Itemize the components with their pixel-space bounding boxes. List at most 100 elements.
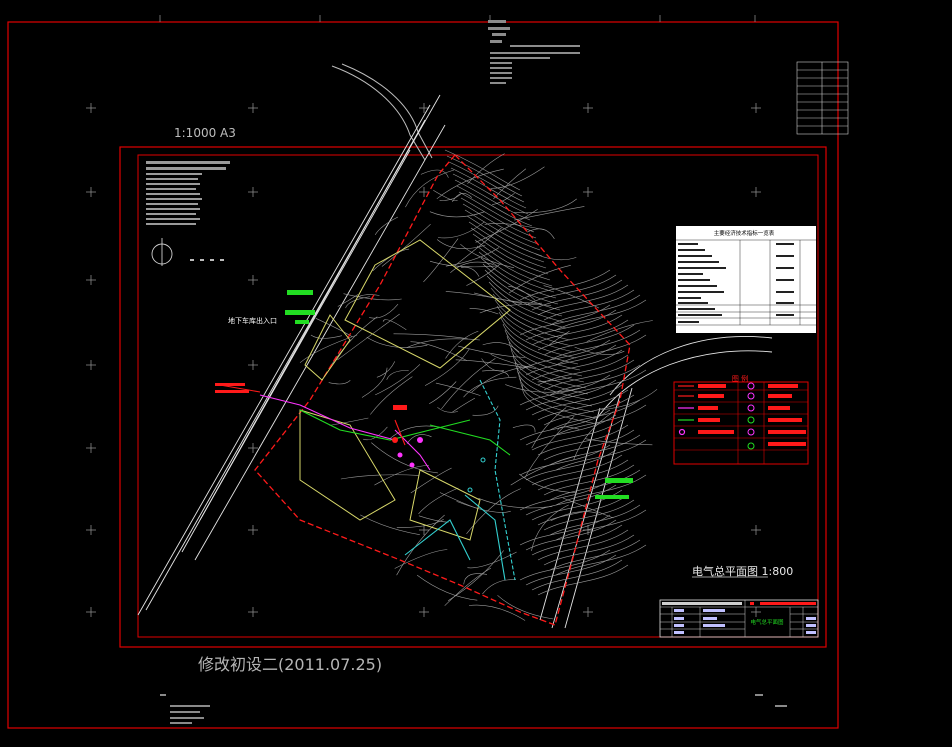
contour-line: [470, 227, 547, 269]
contour-line: [525, 344, 617, 376]
contour-line: [512, 424, 536, 433]
legend-desc-bars: [698, 384, 806, 446]
contour-line: [371, 442, 438, 474]
contour-line: [490, 353, 537, 370]
legend-symbols: [747, 382, 755, 450]
contour-line: [519, 409, 611, 441]
contour-line: [524, 415, 575, 478]
contour-line: [525, 274, 617, 306]
contour-line: [299, 334, 358, 363]
red-tags: [215, 383, 249, 393]
contour-line: [531, 279, 623, 311]
cable-routes: [219, 379, 516, 581]
contour-line: [500, 317, 577, 359]
contour-line: [366, 336, 428, 348]
contour-line: [543, 429, 635, 461]
contour-line: [531, 504, 569, 551]
table-row-text: [678, 302, 708, 304]
outer-frame: [7, 21, 839, 729]
contour-line: [519, 514, 611, 546]
table-row-value: [776, 267, 794, 269]
contour-line: [549, 434, 641, 466]
contour-line: [472, 233, 549, 275]
contour-line: [502, 323, 579, 365]
main-road-lines: [137, 94, 446, 616]
contour-line: [527, 228, 555, 239]
contour-line: [452, 173, 529, 215]
table-row-text: [678, 285, 717, 287]
contour-line: [549, 399, 641, 431]
contour-line: [549, 504, 641, 536]
index-table-title: 主要经济技术指标一览表: [714, 229, 775, 237]
contour-line: [480, 257, 557, 299]
contour-line: [548, 330, 570, 346]
contour-line: [585, 438, 653, 446]
equipment-markers: [392, 405, 486, 493]
contour-line: [555, 544, 647, 576]
contour-line: [386, 370, 409, 380]
contour-line: [460, 243, 515, 269]
contour-line: [506, 335, 583, 377]
contour-line: [537, 284, 629, 316]
contour-line: [555, 439, 647, 471]
contour-line: [444, 149, 521, 191]
contour-line: [445, 330, 479, 359]
contour-line: [361, 367, 388, 398]
contour-line: [466, 263, 501, 286]
contour-line: [467, 153, 505, 184]
contour-line: [448, 161, 525, 203]
contour-line: [437, 407, 458, 413]
plan-title: 电气总平面图 1:800: [692, 565, 794, 578]
contour-line: [394, 549, 448, 569]
contour-line: [458, 191, 535, 233]
contour-line: [531, 419, 623, 451]
access-road-top: [331, 63, 433, 161]
contour-line: [376, 361, 396, 378]
contour-line: [537, 564, 629, 596]
contour-line: [482, 579, 517, 595]
contour-line: [406, 434, 432, 444]
contour-line: [555, 509, 647, 541]
contour-line: [463, 376, 517, 398]
contour-line: [514, 198, 577, 214]
contour-line: [456, 185, 533, 227]
contour-line: [433, 189, 458, 202]
contour-line: [357, 294, 380, 298]
contour-line: [520, 377, 597, 419]
contour-line: [494, 299, 571, 341]
grid-crosses: [86, 103, 761, 617]
contour-line: [381, 223, 431, 267]
legend-line-samples: [678, 385, 694, 436]
contour-line: [462, 203, 539, 245]
contour-line: [525, 484, 617, 516]
building-zones: [299, 239, 511, 541]
contour-line: [555, 474, 647, 506]
table-row-text: [678, 308, 715, 310]
contour-line: [478, 498, 553, 509]
contour-line: [340, 474, 419, 480]
contour-line: [601, 389, 658, 410]
contour-line: [537, 389, 629, 421]
contour-line: [436, 239, 486, 250]
contour-line: [474, 292, 542, 304]
table-row-value: [776, 279, 794, 281]
contour-line: [496, 305, 573, 347]
contour-line: [478, 251, 555, 293]
contour-line: [416, 574, 478, 601]
contour-line: [516, 365, 593, 407]
contour-line: [474, 239, 551, 281]
index-table: [676, 226, 816, 333]
table-row-value: [776, 291, 794, 293]
contour-line: [374, 216, 399, 235]
contour-line: [492, 293, 569, 335]
contour-line: [466, 488, 521, 534]
contour-line: [537, 424, 629, 456]
contour-line: [543, 499, 635, 531]
contour-line: [337, 294, 359, 307]
contour-line: [525, 449, 617, 481]
contour-line: [519, 549, 611, 581]
contour-line: [525, 519, 617, 551]
contour-line: [519, 339, 611, 371]
contour-line: [525, 379, 617, 411]
legend-title: 图 例: [732, 374, 748, 383]
